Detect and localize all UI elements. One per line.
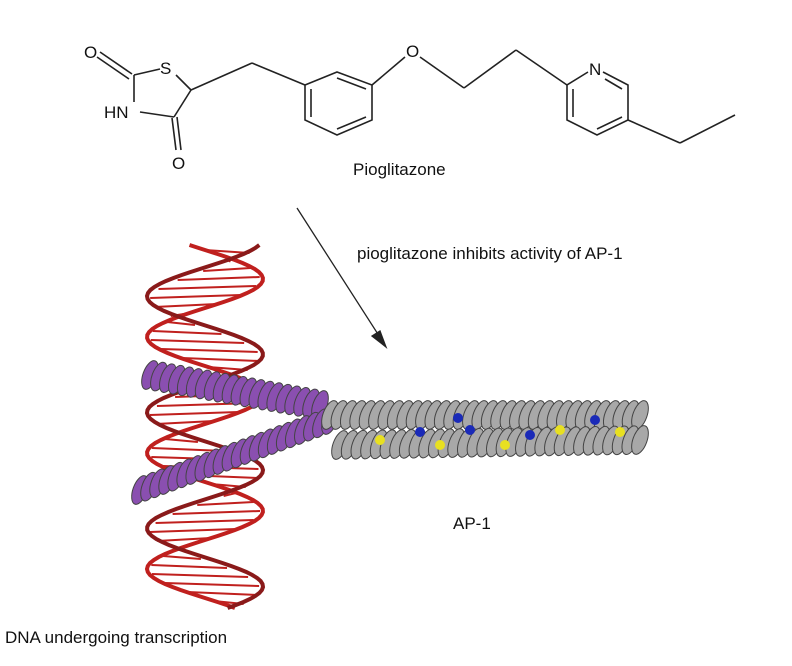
dna-base-pair [187,591,258,596]
dna-base-pair [164,438,199,443]
amino-acid-side-chain [590,415,600,425]
dna-base-pair [181,357,259,362]
atom-o-ether: O [406,42,419,61]
dna-base-pair [161,348,258,353]
dna-base-pair [167,321,196,326]
amino-acid-side-chain [435,440,445,450]
inhibition-arrow [296,207,388,349]
ap1-coiled-coil-lower [631,425,649,455]
dna-base-pair [151,573,249,578]
dna-backbone-strand [144,243,266,610]
amino-acid-side-chain [453,413,463,423]
dna-base-pair [149,528,236,533]
arrow-label: pioglitazone inhibits activity of AP-1 [357,244,623,263]
dna-base-pair [203,267,251,272]
dna-base-pair [149,411,239,416]
amino-acid-side-chain [525,430,535,440]
dna-base-pair [150,294,241,299]
dna-base-pair [152,330,222,335]
atom-hn: HN [104,103,129,122]
amino-acid-side-chain [500,440,510,450]
dna-base-pair [172,510,261,515]
molecule-name: Pioglitazone [353,160,446,179]
dna-base-pair [155,420,214,425]
amino-acid-side-chain [375,435,385,445]
amino-acid-side-chain [465,425,475,435]
dna-backbone-strand [144,243,266,610]
protein-label: AP-1 [453,514,491,533]
amino-acid-side-chain [555,425,565,435]
dna-base-pair [151,564,228,569]
pioglitazone-structure [96,49,736,151]
dna-base-pair [154,303,217,308]
atom-n-pyridine: N [589,60,601,79]
amino-acid-side-chain [615,427,625,437]
amino-acid-side-chain [415,427,425,437]
dna-base-pair [165,582,260,587]
atom-o-top: O [84,43,97,62]
dna-base-pair [163,555,201,560]
dna-base-pair [155,519,254,524]
dna-base-pair [150,339,245,344]
atom-labels: O S HN O O N [84,42,601,173]
dna-base-pair [157,537,212,542]
atom-s: S [160,59,171,78]
dna-base-pair [177,276,260,281]
dna-base-pair [158,285,257,290]
dna-base-pair [197,501,254,506]
dna-label: DNA undergoing transcription [5,628,228,647]
ap1-dna-complex [131,243,649,610]
atom-o-bottom: O [172,154,185,173]
